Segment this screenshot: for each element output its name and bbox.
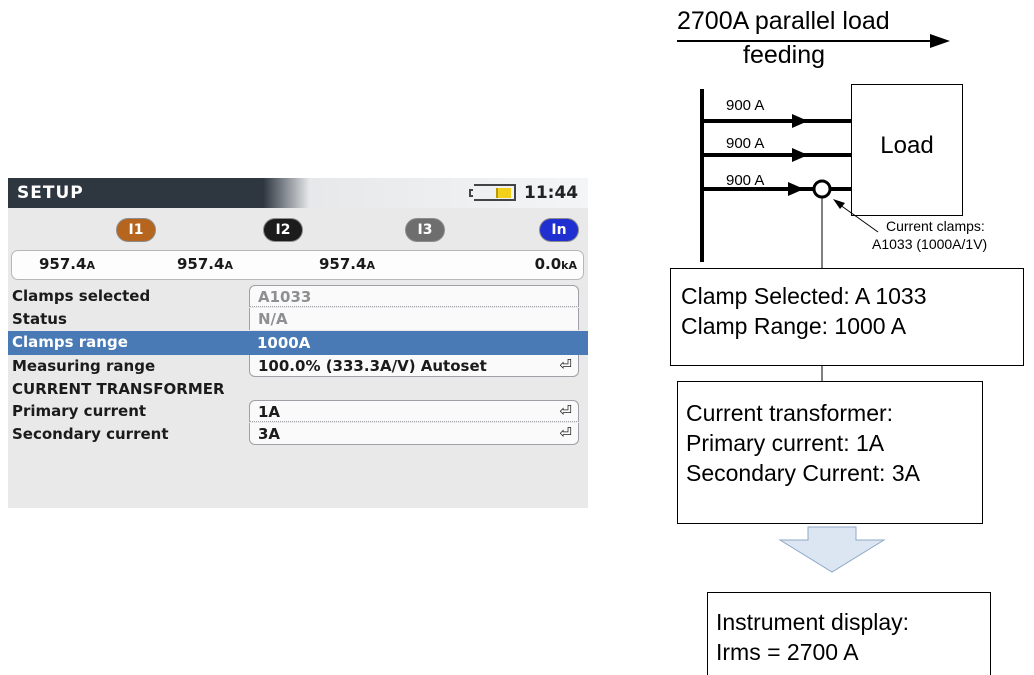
clamp-note-line2: A1033 (1000A/1V) xyxy=(872,236,988,252)
branch-current-label-2: 900 A xyxy=(726,135,765,152)
measuring-range-label: Measuring range xyxy=(12,357,156,375)
diagram-title: 2700A parallel load xyxy=(677,7,890,35)
channel-in-badge: In xyxy=(540,219,578,241)
status-row: Status N/A xyxy=(8,308,588,331)
i3-value: 957.4A xyxy=(319,255,375,273)
display-heading-text: Instrument display: xyxy=(716,609,910,635)
measuring-range-field[interactable]: 100.0% (333.3A/V) Autoset ⏎ xyxy=(249,355,579,377)
clamps-selected-label: Clamps selected xyxy=(12,287,151,305)
branch-arrow-3 xyxy=(788,182,804,196)
branch-current-label-3: 900 A xyxy=(726,172,765,189)
primary-current-value: 1A xyxy=(258,403,281,421)
i1-value: 957.4A xyxy=(39,255,95,273)
secondary-current-field[interactable]: 3A ⏎ xyxy=(249,423,579,445)
wiring-diagram: 2700A parallel load feeding 900 A 900 A … xyxy=(640,0,1034,675)
measuring-range-row[interactable]: Measuring range 100.0% (333.3A/V) Autose… xyxy=(8,355,588,378)
ct-primary-text: Primary current: 1A xyxy=(686,430,885,456)
primary-current-field[interactable]: 1A ⏎ xyxy=(249,400,579,422)
feed-arrow-head xyxy=(930,34,950,48)
screen-title: SETUP xyxy=(17,183,84,203)
display-irms-text: Irms = 2700 A xyxy=(716,639,859,665)
load-label: Load xyxy=(880,132,934,159)
clamps-range-label: Clamps range xyxy=(12,333,128,351)
primary-current-label: Primary current xyxy=(12,402,147,420)
i2-value: 957.4A xyxy=(177,255,233,273)
branch-arrow-1 xyxy=(792,114,808,128)
measuring-range-value: 100.0% (333.3A/V) Autoset xyxy=(258,357,487,375)
branch-current-label-1: 900 A xyxy=(726,97,765,114)
secondary-current-row[interactable]: Secondary current 3A ⏎ xyxy=(8,423,588,446)
header-bar: SETUP 11:44 xyxy=(8,178,588,208)
clock: 11:44 xyxy=(524,183,579,203)
clamp-selected-text: Clamp Selected: A 1033 xyxy=(681,283,927,309)
current-transformer-heading: CURRENT TRANSFORMER xyxy=(12,380,225,398)
clamp-circle xyxy=(812,179,832,199)
battery-level xyxy=(496,188,511,198)
clamps-selected-row[interactable]: Clamps selected A1033 xyxy=(8,285,588,308)
channel-row: I1 I2 I3 In xyxy=(8,218,588,244)
battery-icon xyxy=(469,184,516,201)
clamp-range-text: Clamp Range: 1000 A xyxy=(681,313,907,339)
channel-i1-badge: I1 xyxy=(117,219,155,241)
clamps-selected-value: A1033 xyxy=(258,288,312,306)
channel-i3-badge: I3 xyxy=(406,219,444,241)
clamps-range-value: 1000A xyxy=(257,334,311,352)
clamp-pointer-line xyxy=(835,201,879,233)
diagram-title-line2: feeding xyxy=(743,41,826,69)
load-box: Load xyxy=(851,84,963,216)
current-values-bar: 957.4A 957.4A 957.4A 0.0kA xyxy=(11,250,584,280)
status-label: Status xyxy=(12,310,67,328)
clamp-settings-box: Clamp Selected: A 1033 Clamp Range: 1000… xyxy=(670,268,1024,366)
ct-secondary-text: Secondary Current: 3A xyxy=(686,460,920,486)
instrument-display-box: Instrument display: Irms = 2700 A xyxy=(707,592,991,675)
in-value: 0.0kA xyxy=(534,255,577,273)
primary-current-row[interactable]: Primary current 1A ⏎ xyxy=(8,400,588,423)
current-transformer-box: Current transformer: Primary current: 1A… xyxy=(677,381,983,524)
branch-arrow-2 xyxy=(792,148,808,162)
clamps-range-row[interactable]: Clamps range 1000A xyxy=(8,331,588,355)
clamp-pointer-head xyxy=(833,199,845,209)
clamps-selected-field[interactable]: A1033 xyxy=(249,285,579,307)
clamp-note-line1: Current clamps: xyxy=(886,218,985,234)
status-value: N/A xyxy=(258,310,288,328)
channel-i2-badge: I2 xyxy=(264,219,302,241)
enter-icon: ⏎ xyxy=(559,402,572,420)
secondary-current-value: 3A xyxy=(258,425,281,443)
instrument-screen: SETUP 11:44 I1 I2 I3 In 957.4A 957.4A 95… xyxy=(8,178,588,508)
status-field: N/A xyxy=(249,308,579,330)
enter-icon: ⏎ xyxy=(559,424,572,442)
current-transformer-heading-row: CURRENT TRANSFORMER xyxy=(8,378,588,401)
down-block-arrow xyxy=(778,526,886,573)
enter-icon: ⏎ xyxy=(559,356,572,374)
ct-heading-text: Current transformer: xyxy=(686,400,894,426)
diagram-lines xyxy=(677,34,950,573)
secondary-current-label: Secondary current xyxy=(12,425,169,443)
